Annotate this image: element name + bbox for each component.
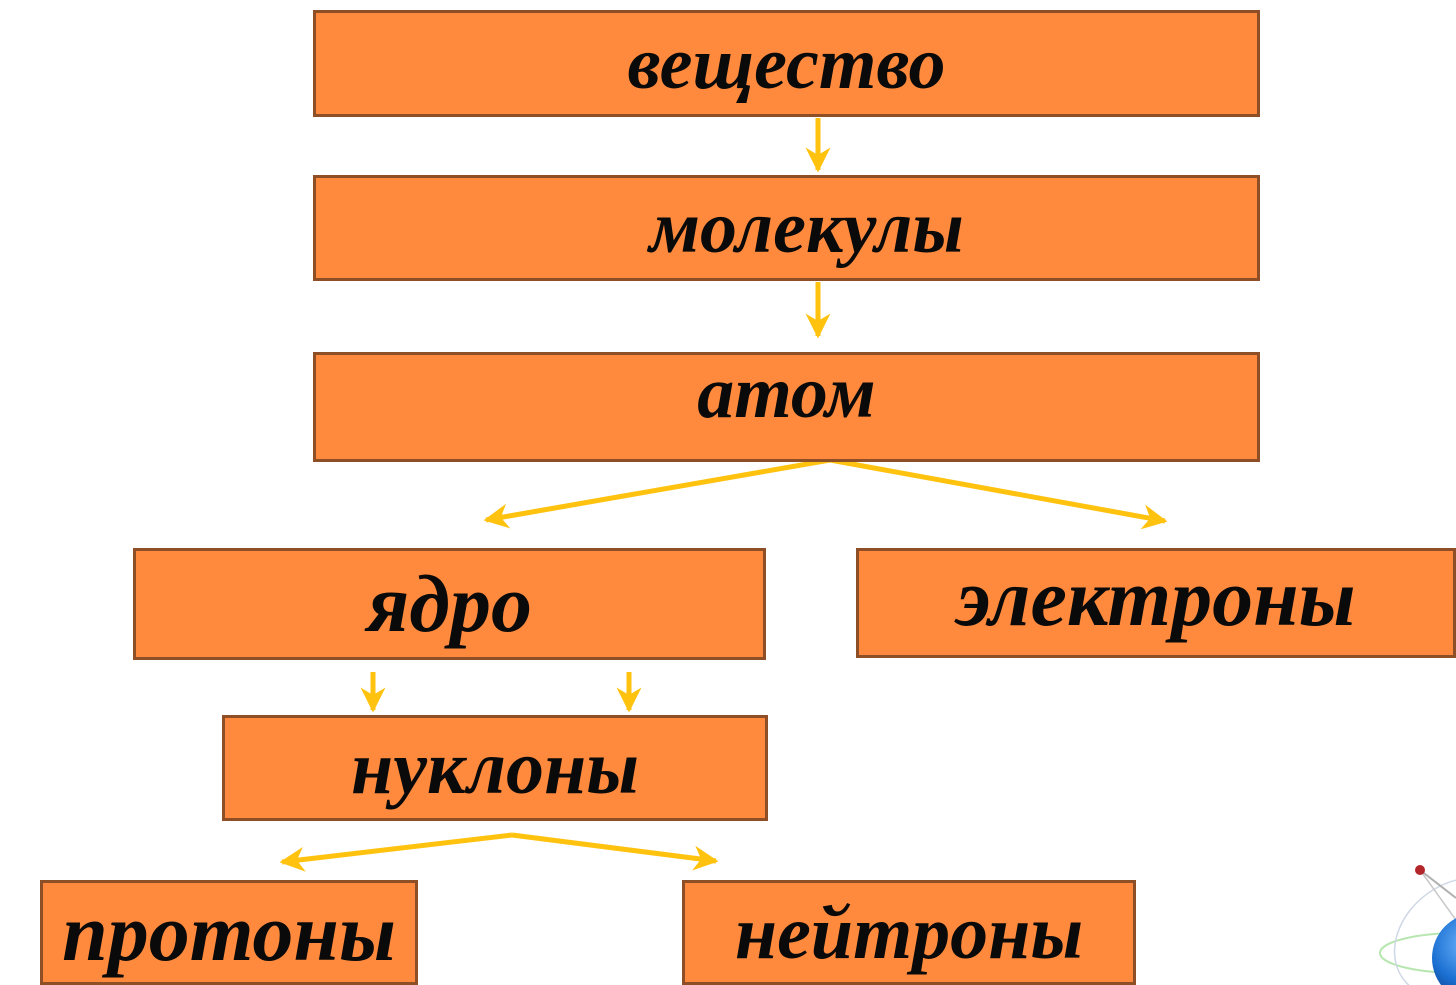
node-neutrons: нейтроны bbox=[682, 880, 1136, 985]
node-nucleons-label: нуклоны bbox=[351, 726, 639, 810]
arrow-nucleons-protons bbox=[279, 832, 513, 872]
node-electrons-label: электроны bbox=[956, 552, 1356, 643]
node-protons: протоны bbox=[40, 880, 418, 985]
node-nucleons: нуклоны bbox=[222, 715, 768, 821]
node-nucleus: ядро bbox=[133, 548, 766, 660]
node-molecules: молекулы bbox=[313, 175, 1260, 281]
node-electrons: электроны bbox=[856, 548, 1456, 658]
node-neutrons-label: нейтроны bbox=[734, 890, 1084, 975]
node-molecules-label: молекулы bbox=[649, 187, 964, 269]
node-substance: вещество bbox=[313, 10, 1260, 117]
node-atom: атом bbox=[313, 352, 1260, 462]
node-atom-label: атом bbox=[697, 352, 876, 434]
atom-model-icon bbox=[1379, 865, 1456, 985]
node-protons-label: протоны bbox=[62, 886, 396, 978]
node-nucleus-label: ядро bbox=[367, 558, 532, 649]
node-substance-label: вещество bbox=[627, 22, 946, 105]
arrow-nucleons-neutrons bbox=[511, 832, 719, 871]
arrow-atom-electrons bbox=[829, 457, 1168, 530]
arrow-atom-nucleus bbox=[483, 457, 831, 529]
